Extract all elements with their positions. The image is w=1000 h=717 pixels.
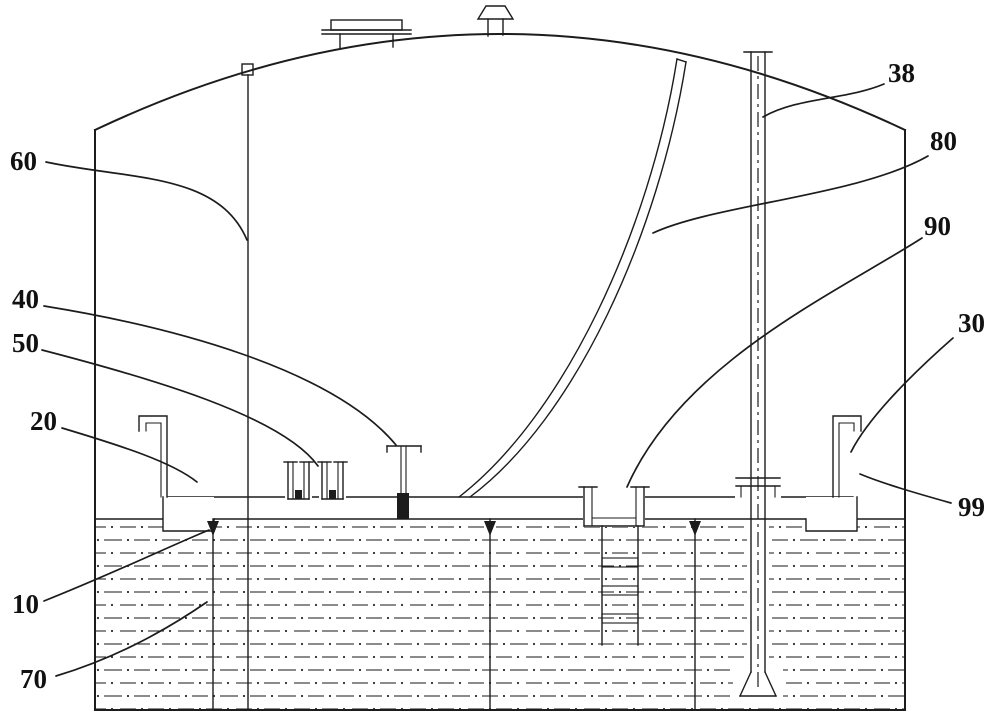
guide-pole [241, 63, 254, 711]
swing-line [458, 58, 687, 498]
label-20: 20 [30, 406, 57, 436]
dip-pipe-bell-right [764, 671, 777, 697]
leader-80 [652, 155, 929, 234]
label-99: 99 [958, 492, 985, 522]
deck-right-hook-inner [838, 422, 855, 498]
cup-b-foot [329, 490, 336, 499]
leader-38 [762, 83, 885, 118]
swing-line-top-tick [676, 58, 687, 63]
label-40: 40 [12, 284, 39, 314]
deck-well [578, 486, 650, 527]
label-30: 30 [958, 308, 985, 338]
label-38: 38 [888, 58, 915, 88]
leader-60 [45, 161, 248, 241]
roof-vent [476, 5, 515, 37]
ladder-rung-3 [601, 613, 639, 624]
label-70: 70 [20, 664, 47, 694]
ladder-rung-1 [601, 557, 639, 568]
deck-left-hook-inner [145, 422, 162, 498]
dip-pipe [733, 51, 783, 698]
swing-line-inner [469, 61, 687, 498]
deck-right-edge [805, 496, 858, 532]
leader-90 [626, 237, 923, 488]
label-50: 50 [12, 328, 39, 358]
label-10: 10 [12, 589, 39, 619]
support-leg-3-tip [689, 521, 701, 536]
leader-30 [850, 337, 954, 453]
label-80: 80 [930, 126, 957, 156]
deck-cup-fittings [283, 459, 348, 500]
floating-deck [138, 415, 862, 532]
deck-right-block-fill [806, 497, 857, 531]
deck-right-hook-outer [832, 415, 862, 498]
leader-70 [55, 601, 208, 677]
deck-support-legs [207, 518, 701, 711]
gauge-body [397, 493, 409, 519]
roof-fittings [321, 5, 515, 49]
leader-40 [43, 305, 397, 446]
callout-labels: 60 38 80 90 30 99 40 50 20 10 70 [10, 58, 985, 694]
dip-pipe-bell-left [739, 671, 752, 697]
ladder [601, 525, 639, 646]
support-leg-2-tip [484, 521, 496, 536]
manhole-cap [330, 19, 403, 31]
leader-50 [41, 349, 319, 467]
ladder-rung-2 [601, 585, 639, 596]
deck-gauge-fitting [386, 445, 422, 519]
tank-shell [93, 33, 907, 711]
label-60: 60 [10, 146, 37, 176]
vent-cap [476, 5, 515, 20]
leader-20 [61, 427, 198, 483]
deck-left-block-fill [163, 497, 214, 531]
leader-10 [43, 529, 210, 602]
leader-99 [859, 473, 952, 504]
cup-a-foot [295, 490, 302, 499]
label-90: 90 [924, 211, 951, 241]
callout-leaders [41, 83, 954, 677]
deck-left-hook-outer [138, 415, 168, 498]
swing-line-outer [458, 58, 678, 498]
roof-manhole [321, 19, 412, 49]
support-leg-1-tip [207, 521, 219, 536]
well-fill [583, 486, 645, 527]
tank-roof-arc [93, 33, 907, 132]
